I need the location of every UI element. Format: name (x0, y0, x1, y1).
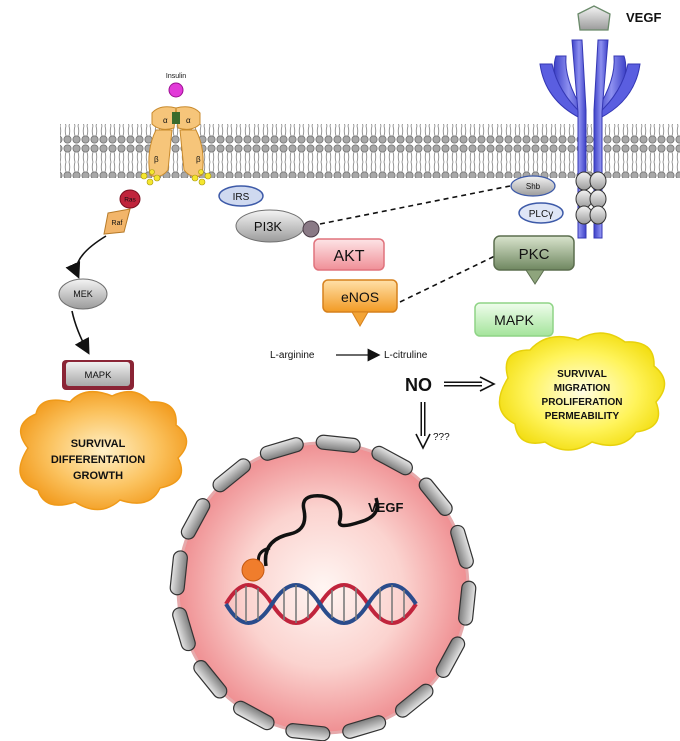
irs-node: IRS (218, 185, 264, 207)
irs-label: IRS (233, 192, 250, 203)
dna-base-pairs (235, 585, 405, 623)
akt-label: AKT (333, 248, 364, 265)
alpha-label-right: α (186, 116, 191, 125)
mapk-right-label: MAPK (494, 312, 534, 328)
mrna-strand (263, 494, 379, 567)
ras-label: Ras (124, 197, 136, 204)
vegf-receptor (539, 39, 641, 239)
nuclear-pore (458, 580, 477, 626)
alpha-label-left: α (163, 116, 168, 125)
dashed-link-enos-pkc (399, 254, 498, 303)
mek-label: MEK (73, 289, 93, 299)
nuclear-pore (450, 524, 474, 569)
disulfide-link (172, 112, 180, 124)
alpha-subunit-left (151, 106, 177, 130)
no-label: NO (405, 375, 432, 395)
plc-label: PLCγ (529, 209, 553, 220)
vegf-ligand (577, 5, 611, 31)
cloud-right-line-2: MIGRATION (554, 383, 610, 394)
nuclear-pore (342, 715, 387, 739)
cloud-right-line-1: SURVIVAL (557, 369, 607, 380)
enos-node: eNOS (322, 279, 398, 328)
nuclear-pore (233, 700, 275, 731)
shb-label: Shb (526, 182, 541, 191)
pkc-node: PKC (493, 235, 575, 285)
pkc-label: PKC (519, 246, 550, 263)
rna-polymerase (241, 558, 265, 582)
nuclear-pore (259, 437, 304, 461)
question-label: ??? (433, 432, 450, 443)
nuclear-pore (285, 723, 331, 741)
shb-node: Shb (510, 175, 556, 197)
mapk-left-label: MAPK (85, 370, 113, 381)
akt-node: AKT (313, 238, 385, 271)
vegf-nucleus-label: VEGF (368, 500, 403, 515)
phosphate-groups (140, 169, 212, 186)
nuclear-pore (394, 683, 434, 718)
nuclear-pore (435, 636, 466, 678)
nuclear-pore (212, 458, 252, 493)
mapk-left-node: MAPK (62, 360, 134, 390)
insulin-molecule (168, 82, 184, 98)
beta-subunit-right (179, 129, 204, 178)
nuclear-pore (180, 498, 211, 540)
arrow-no-down (415, 402, 431, 450)
cloud-right-line-3: PROLIFERATION (542, 397, 623, 408)
ras-node: Ras (119, 189, 141, 209)
plc-node: PLCγ (518, 202, 564, 224)
nuclear-pore (371, 445, 413, 476)
raf-label: Raf (112, 220, 123, 227)
insulin-label: Insulin (166, 73, 186, 80)
mapk-right-node: MAPK (474, 302, 554, 337)
arrow-raf-mek (65, 235, 107, 279)
cloud-left-line-2: DIFFERENTATION (51, 454, 145, 466)
vegf-top-label: VEGF (626, 10, 661, 25)
pi3k-phosphate (302, 220, 320, 238)
receptor-kinase-domains (575, 171, 607, 225)
arrow-mek-mapk (71, 310, 90, 355)
l-arginine-label: L-arginine (270, 350, 315, 361)
pi3k-node: PI3K (235, 209, 305, 243)
pi3k-label: PI3K (254, 219, 283, 234)
enos-label: eNOS (341, 289, 379, 305)
dna-helix (224, 583, 418, 625)
nucleus (169, 434, 477, 741)
cloud-left-line-3: GROWTH (73, 470, 123, 482)
beta-label-right: β (196, 155, 201, 164)
mek-node: MEK (58, 278, 108, 310)
nuclear-pore (418, 477, 453, 517)
cloud-right-line-4: PERMEABILITY (545, 411, 620, 422)
dashed-link-pi3k-shb (319, 185, 511, 225)
beta-label-left: β (154, 155, 159, 164)
l-citruline-label: L-citruline (384, 350, 428, 361)
alpha-subunit-right (175, 106, 201, 130)
nuclear-pore (172, 607, 196, 652)
nuclear-pore (193, 659, 228, 699)
arrow-no-right (444, 376, 496, 392)
insulin-receptor: Insulin α α β β (140, 73, 212, 186)
beta-subunit-left (148, 129, 173, 178)
cloud-left: SURVIVAL DIFFERENTATION GROWTH (19, 390, 188, 511)
raf-node: Raf (103, 208, 131, 235)
nuclear-pore (169, 550, 188, 596)
cloud-right: SURVIVAL MIGRATION PROLIFERATION PERMEAB… (498, 332, 666, 451)
nuclear-pore (315, 434, 361, 453)
cloud-left-line-1: SURVIVAL (71, 438, 126, 450)
nuclear-pores (169, 434, 477, 741)
